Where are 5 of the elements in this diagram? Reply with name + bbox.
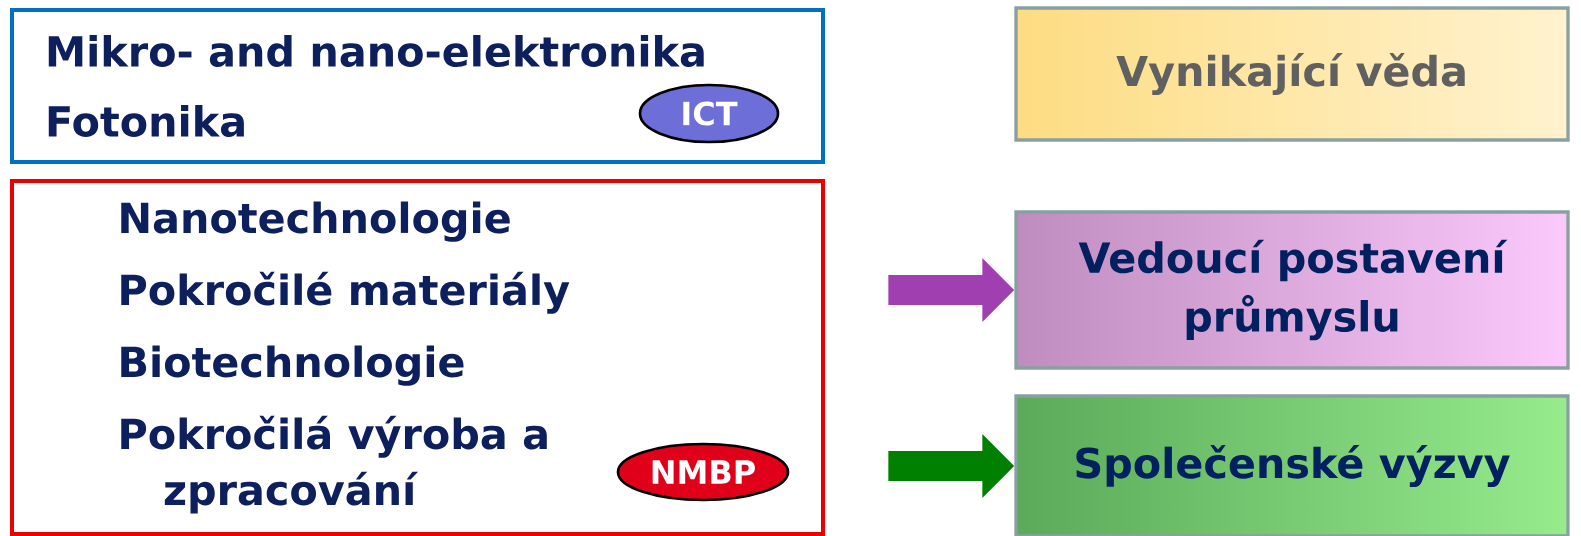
- result-box: Vynikající věda: [1014, 6, 1570, 142]
- ellipse-badge: NMBP: [616, 442, 790, 502]
- ellipse-badge: ICT: [638, 83, 780, 144]
- result-box: Vedoucí postavení průmyslu: [1014, 210, 1570, 370]
- result-box: Společenské výzvy: [1014, 394, 1570, 536]
